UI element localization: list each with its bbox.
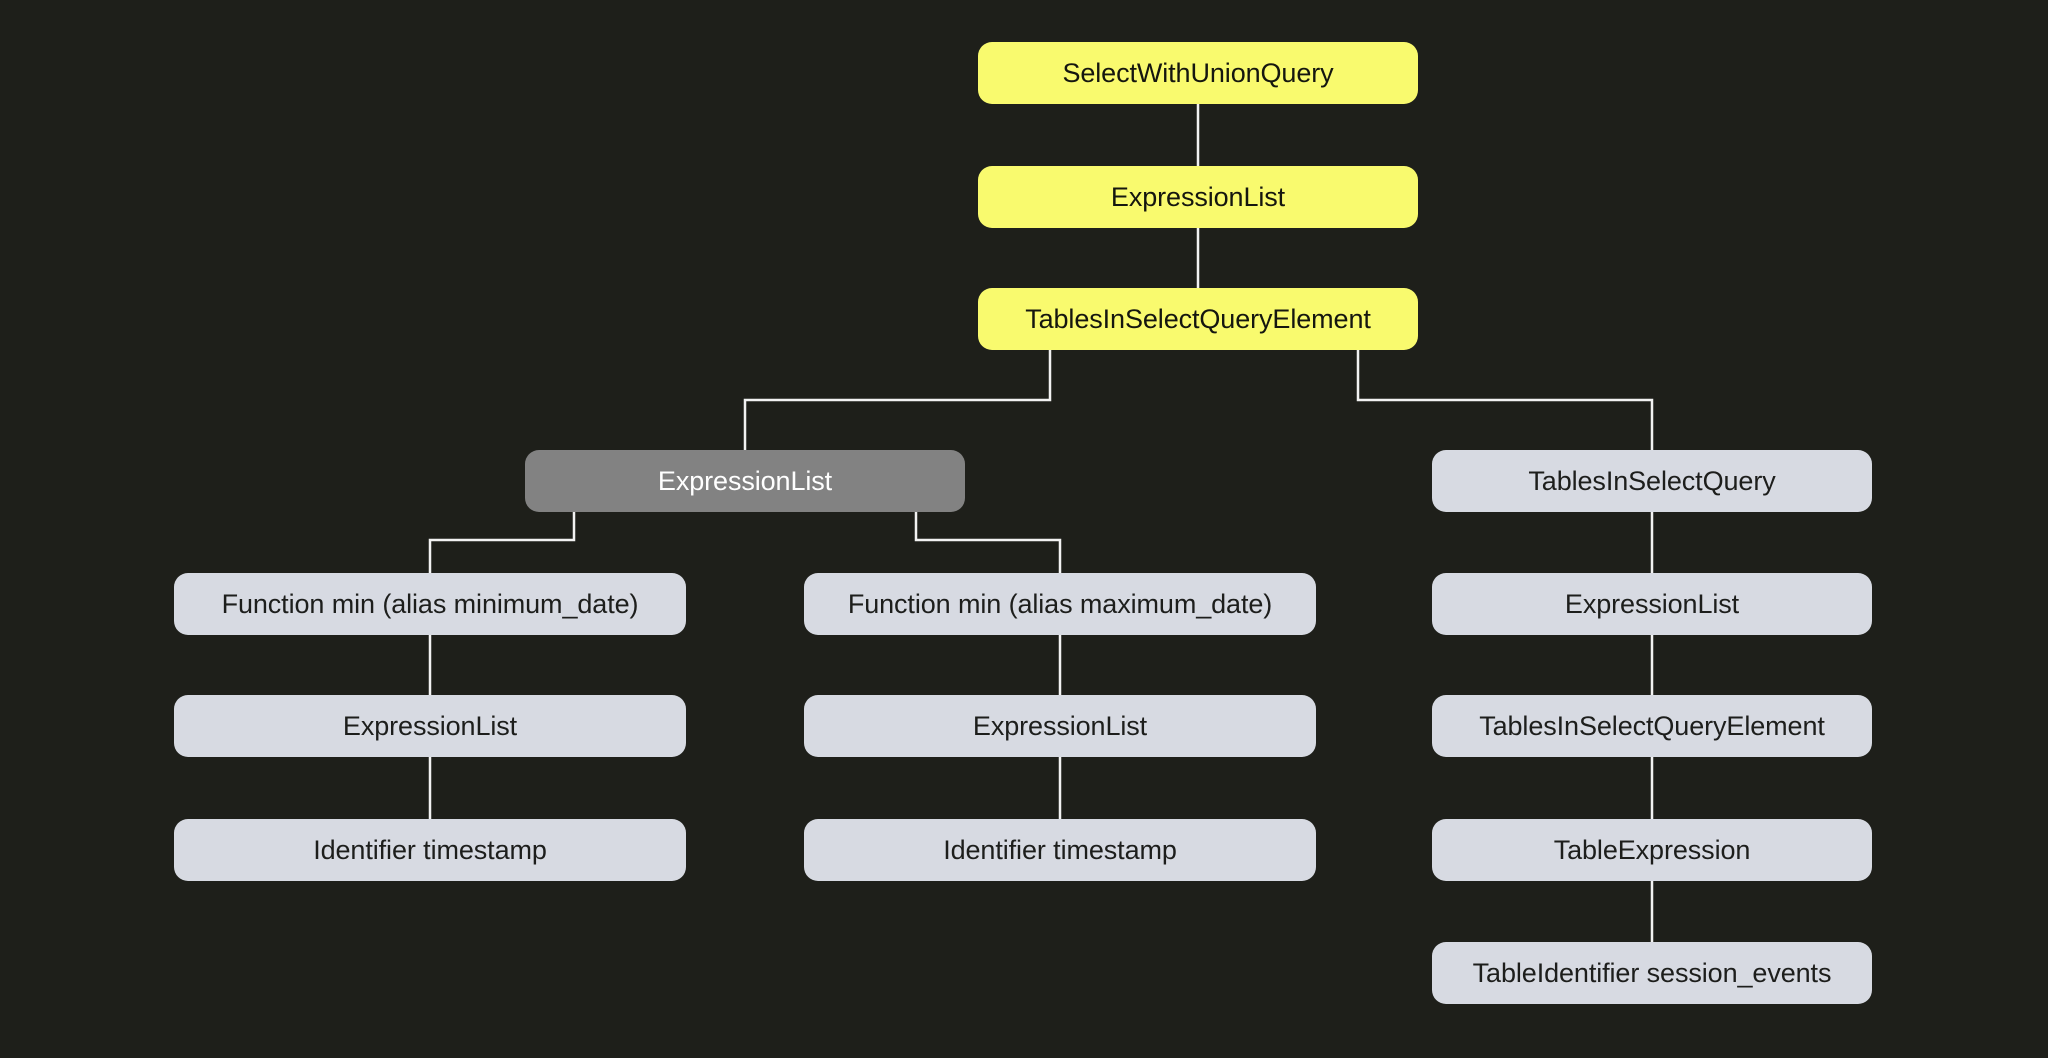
tree-node-n8[interactable]: ExpressionList: [1432, 573, 1872, 635]
tree-node-n15[interactable]: TableIdentifier session_events: [1432, 942, 1872, 1004]
tree-node-label: TablesInSelectQuery: [1528, 465, 1776, 496]
tree-node-n3[interactable]: TablesInSelectQueryElement: [978, 288, 1418, 350]
tree-node-n12[interactable]: Identifier timestamp: [174, 819, 686, 881]
tree-edge: [914, 512, 1062, 573]
tree-edge: [1356, 350, 1654, 450]
tree-node-label: TablesInSelectQueryElement: [1479, 710, 1825, 741]
tree-node-label: Identifier timestamp: [943, 834, 1177, 865]
tree-node-n1[interactable]: SelectWithUnionQuery: [978, 42, 1418, 104]
tree-node-label: ExpressionList: [1564, 588, 1740, 619]
tree-node-label: SelectWithUnionQuery: [1062, 57, 1334, 88]
tree-node-label: TablesInSelectQueryElement: [1025, 303, 1371, 334]
tree-node-n13[interactable]: Identifier timestamp: [804, 819, 1316, 881]
tree-node-n9[interactable]: ExpressionList: [174, 695, 686, 757]
tree-node-label: TableIdentifier session_events: [1472, 957, 1832, 988]
tree-node-label: Function min (alias minimum_date): [221, 588, 639, 619]
tree-node-n6[interactable]: Function min (alias minimum_date): [174, 573, 686, 635]
tree-node-label: ExpressionList: [972, 710, 1148, 741]
tree-node-label: Function min (alias maximum_date): [847, 588, 1273, 619]
tree-node-label: Identifier timestamp: [313, 834, 547, 865]
tree-edge: [428, 512, 576, 573]
tree-node-n2[interactable]: ExpressionList: [978, 166, 1418, 228]
tree-node-label: ExpressionList: [1110, 181, 1286, 212]
tree-node-n10[interactable]: ExpressionList: [804, 695, 1316, 757]
tree-edge: [743, 350, 1052, 450]
tree-node-n5[interactable]: TablesInSelectQuery: [1432, 450, 1872, 512]
tree-node-n11[interactable]: TablesInSelectQueryElement: [1432, 695, 1872, 757]
tree-node-n7[interactable]: Function min (alias maximum_date): [804, 573, 1316, 635]
tree-node-label: ExpressionList: [657, 465, 833, 496]
tree-node-label: ExpressionList: [342, 710, 518, 741]
tree-node-n14[interactable]: TableExpression: [1432, 819, 1872, 881]
tree-node-label: TableExpression: [1553, 834, 1751, 865]
tree-node-n4[interactable]: ExpressionList: [525, 450, 965, 512]
